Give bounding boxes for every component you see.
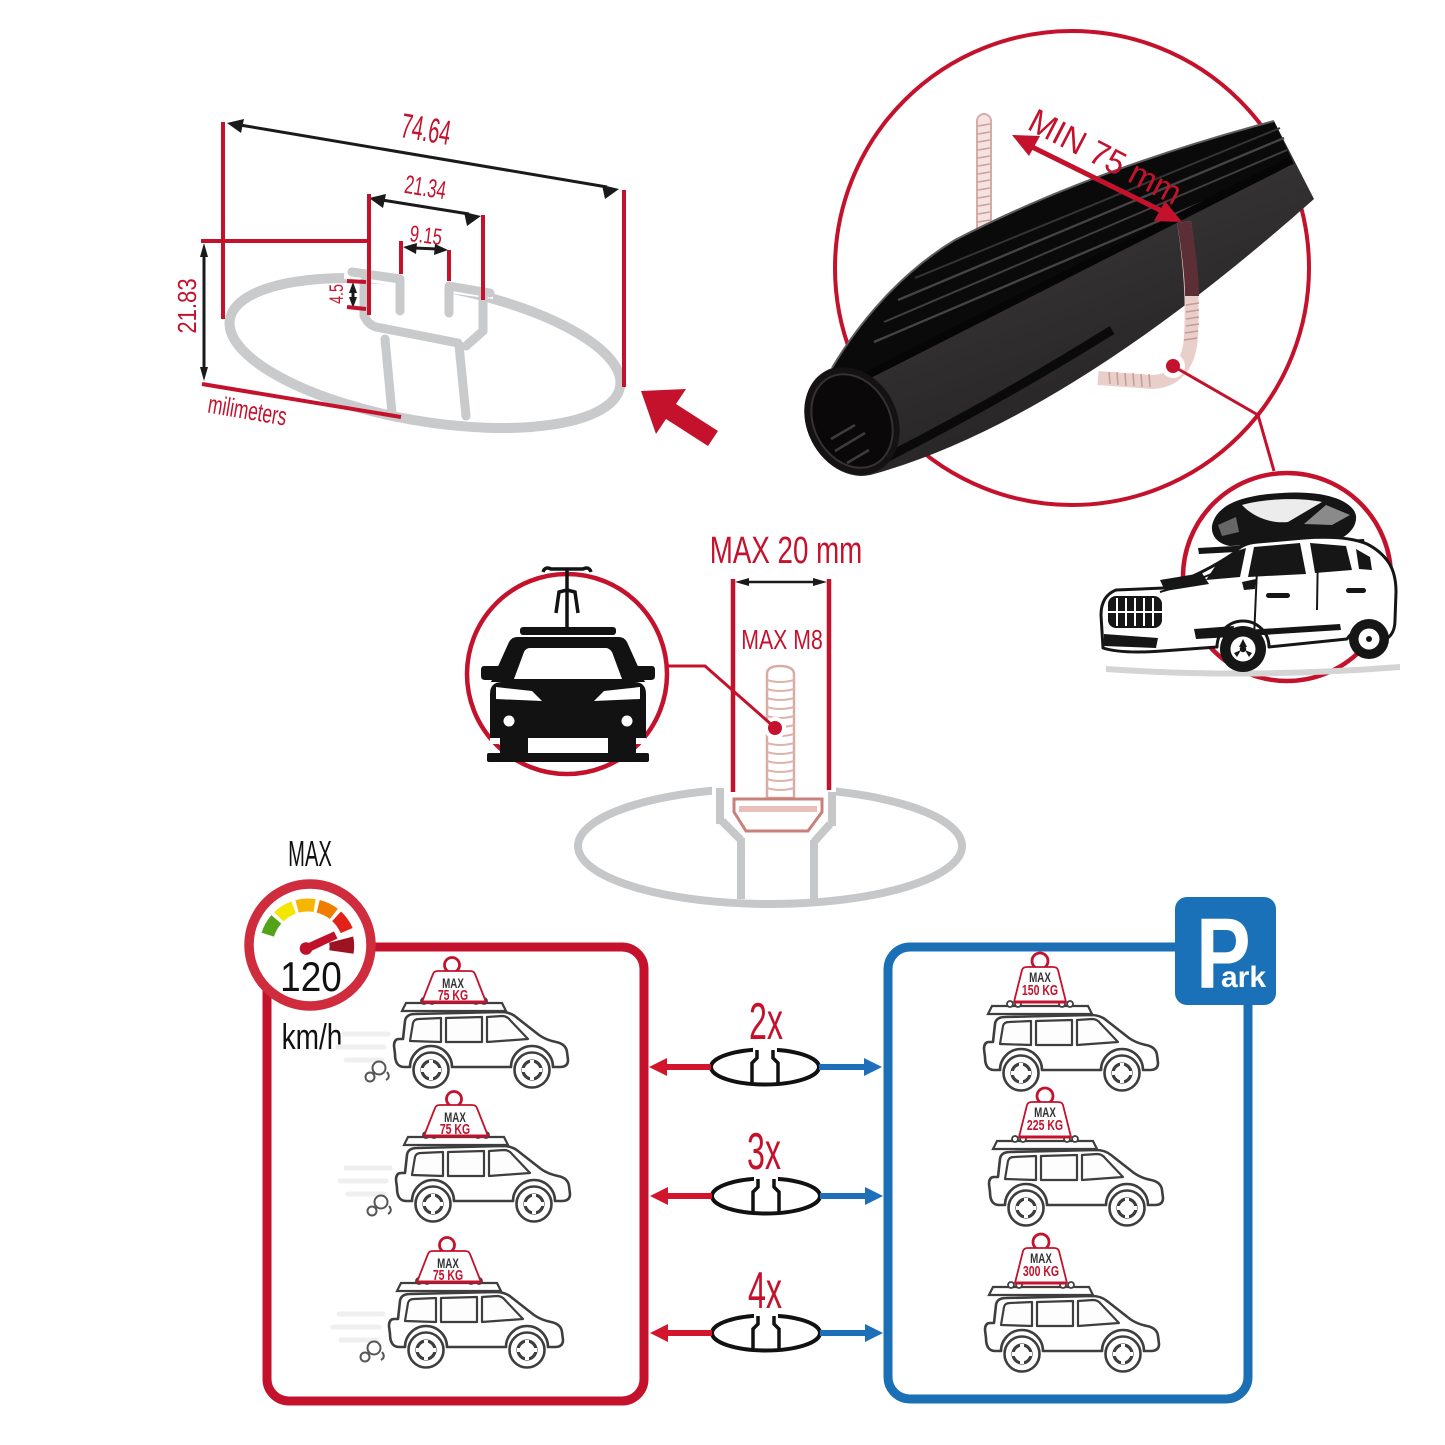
svg-text:75 KG: 75 KG	[440, 1120, 470, 1137]
svg-text:75 KG: 75 KG	[433, 1266, 463, 1283]
svg-text:4x: 4x	[748, 1262, 782, 1320]
svg-text:MAX: MAX	[1034, 1104, 1056, 1120]
svg-text:225 KG: 225 KG	[1027, 1116, 1063, 1133]
svg-text:MAX M8: MAX M8	[741, 624, 823, 656]
svg-text:150 KG: 150 KG	[1022, 981, 1058, 998]
svg-text:4.5: 4.5	[326, 284, 347, 304]
svg-text:75 KG: 75 KG	[438, 986, 468, 1003]
svg-text:21.83: 21.83	[173, 278, 202, 333]
svg-text:MAX: MAX	[442, 975, 464, 991]
svg-text:3x: 3x	[747, 1123, 781, 1181]
svg-text:km/h: km/h	[282, 1017, 343, 1057]
svg-text:MAX: MAX	[437, 1255, 459, 1271]
svg-text:MAX: MAX	[1030, 1250, 1052, 1266]
svg-text:74.64: 74.64	[398, 107, 454, 154]
svg-text:ark: ark	[1221, 961, 1266, 994]
svg-text:120: 120	[280, 954, 342, 1001]
svg-text:MAX: MAX	[1029, 969, 1051, 985]
svg-text:P: P	[1196, 898, 1251, 1010]
svg-text:MAX 20 mm: MAX 20 mm	[710, 530, 863, 572]
svg-text:21.34: 21.34	[403, 169, 449, 205]
svg-text:300 KG: 300 KG	[1023, 1262, 1059, 1279]
svg-text:9.15: 9.15	[408, 222, 443, 251]
svg-text:2x: 2x	[749, 993, 783, 1051]
svg-text:MAX: MAX	[288, 835, 332, 874]
svg-text:MAX: MAX	[444, 1109, 466, 1125]
